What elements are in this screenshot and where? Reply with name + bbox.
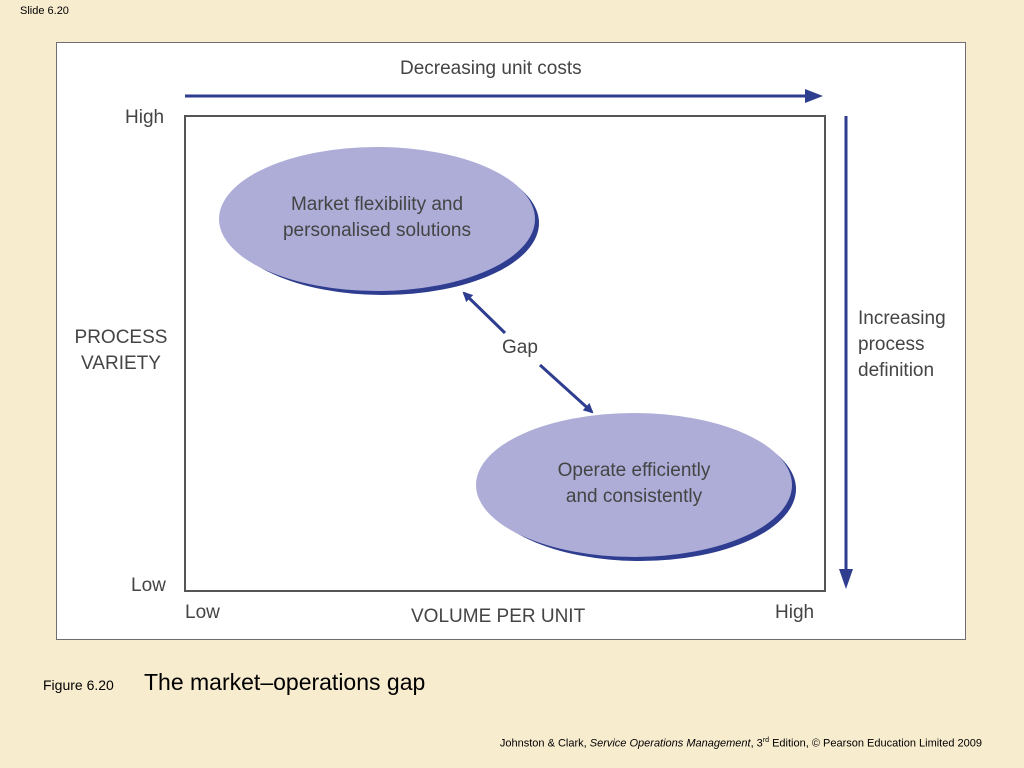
figure-number: Figure 6.20: [43, 677, 114, 693]
operations-ellipse-line-2: and consistently: [565, 486, 703, 507]
process-definition-arrowhead: [839, 569, 853, 589]
market-ellipse: [219, 147, 535, 291]
market-ellipse-line-1: Market flexibility and: [290, 194, 464, 215]
credit-rest: Edition, © Pearson Education Limited 200…: [769, 737, 982, 750]
diagram-graphics: [184, 89, 853, 592]
slide-number: Slide 6.20: [20, 5, 69, 17]
credit-edition-suffix: rd: [762, 737, 770, 744]
y-axis-title-line-2: VARIETY: [81, 353, 161, 374]
unit-cost-label: Decreasing unit costs: [400, 58, 582, 79]
publisher-credit: Johnston & Clark, Service Operations Man…: [500, 737, 982, 750]
plot-frame: [184, 115, 826, 592]
credit-book-title: Service Operations Management: [589, 737, 751, 750]
y-axis-high-label: High: [125, 107, 165, 128]
market-ellipse-label: Market flexibility and personalised solu…: [247, 192, 507, 244]
market-ellipse-line-2: personalised solutions: [282, 220, 471, 241]
x-axis-high-label: High: [775, 602, 815, 623]
y-axis-title-line-1: PROCESS: [74, 327, 168, 348]
diagram-panel: Decreasing unit costs High Low PROCESS V…: [56, 42, 966, 640]
unit-cost-arrowhead: [805, 89, 823, 103]
operations-ellipse: [476, 413, 792, 557]
gap-label: Gap: [502, 337, 538, 358]
figure-title: The market–operations gap: [144, 669, 426, 695]
y-axis-low-label: Low: [131, 575, 166, 596]
process-definition-label: Increasing process definition: [858, 306, 946, 384]
operations-ellipse-line-1: Operate efficiently: [557, 460, 711, 481]
y-axis-title: PROCESS VARIETY: [71, 325, 171, 377]
credit-authors: Johnston & Clark,: [499, 737, 590, 750]
gap-arrow-up: [462, 291, 507, 335]
process-definition-line-2: process: [858, 334, 925, 355]
x-axis-low-label: Low: [185, 602, 220, 623]
process-definition-line-1: Increasing: [858, 308, 946, 329]
operations-ellipse-label: Operate efficiently and consistently: [504, 458, 764, 510]
process-definition-line-3: definition: [858, 360, 935, 381]
x-axis-title: VOLUME PER UNIT: [411, 606, 586, 627]
gap-arrow-down: [538, 363, 594, 414]
credit-edition-number: , 3: [750, 737, 763, 750]
